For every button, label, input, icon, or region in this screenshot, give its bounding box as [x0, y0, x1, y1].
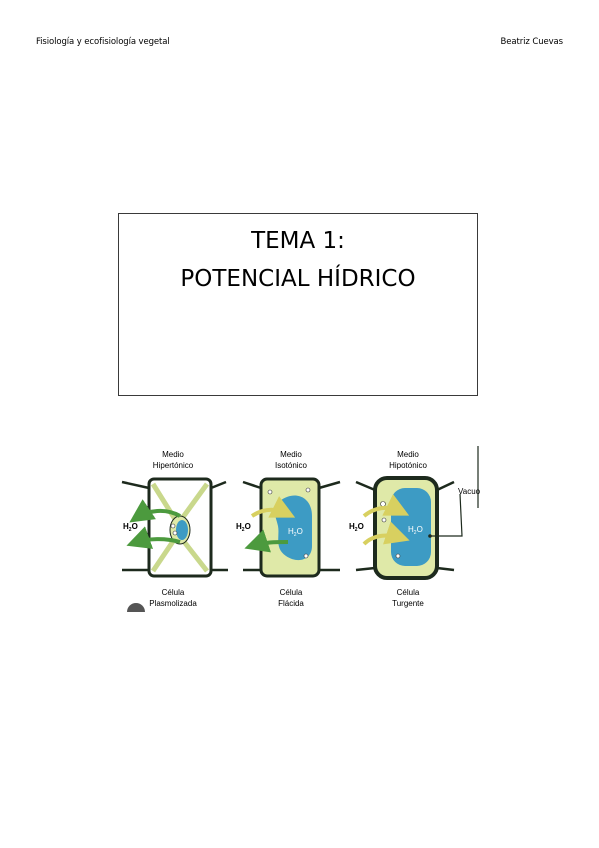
cell1-medium-line1: Medio	[162, 450, 184, 459]
header-author: Beatriz Cuevas	[500, 37, 564, 47]
cell3-label-line1: Célula	[397, 588, 420, 597]
cell2-vacuole-water: H2O	[288, 527, 303, 538]
cell1-medium-line2: Hipertónico	[153, 461, 194, 470]
cell3-medium-line2: Hipotónico	[389, 461, 427, 470]
cell3-water-label: H2O	[349, 522, 364, 533]
cell2-medium-line2: Isotónico	[275, 461, 308, 470]
cell2-medium-line1: Medio	[280, 450, 302, 459]
vacuole-label: Vacuola	[458, 487, 480, 496]
cell2-label-line1: Célula	[280, 588, 303, 597]
cell-turgid: Medio Hipotónico H2O H2O Vacuola Célula …	[349, 446, 480, 608]
title-box: TEMA 1: POTENCIAL HÍDRICO	[118, 213, 478, 396]
cell3-medium-line1: Medio	[397, 450, 419, 459]
cell3-label-line2: Turgente	[392, 599, 424, 608]
cell-plasmolyzed: Medio Hipertónico H2O Célula Plasmolizad…	[121, 450, 228, 612]
cell1-label-line2: Plasmolizada	[149, 599, 197, 608]
cell1-label-line1: Célula	[162, 588, 185, 597]
cell-flaccid: Medio Isotónico H2O H2O Célula Flácida	[236, 450, 341, 608]
figure-corner-badge	[127, 603, 145, 612]
cell2-water-label: H2O	[236, 522, 251, 533]
header-course-title: Fisiología y ecofisiología vegetal	[36, 37, 170, 47]
plant-cell-osmosis-figure: Medio Hipertónico H2O Célula Plasmolizad…	[118, 446, 480, 612]
cell3-vacuole-water: H2O	[408, 525, 423, 536]
topic-number: TEMA 1:	[251, 228, 345, 254]
topic-title: POTENCIAL HÍDRICO	[180, 266, 416, 292]
cell1-water-label: H2O	[123, 522, 138, 533]
cell2-label-line2: Flácida	[278, 599, 304, 608]
